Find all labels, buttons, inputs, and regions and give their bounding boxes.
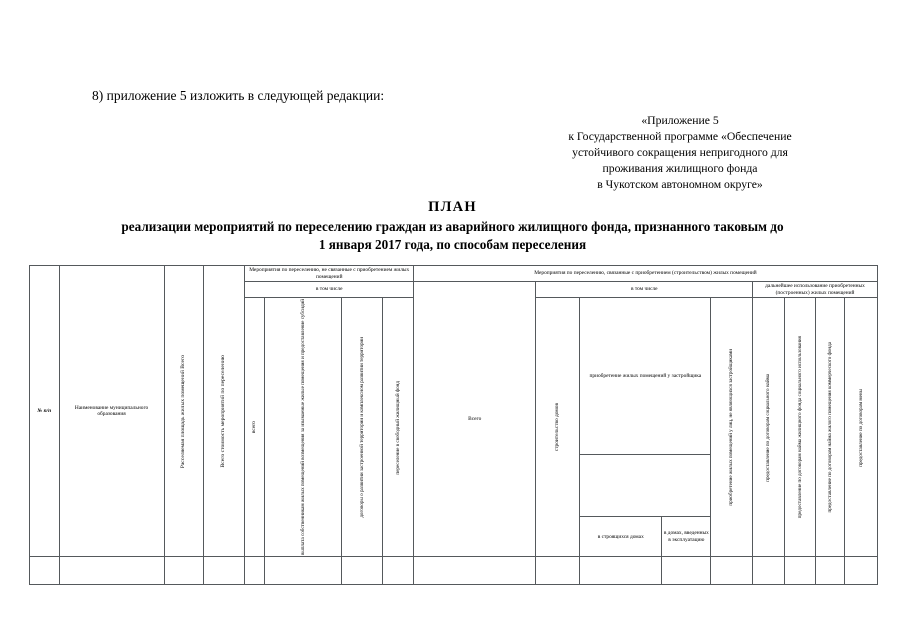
appendix-line-5: в Чукотском автономном округе» [597, 177, 763, 191]
col-header-exchange-contracts: предоставление по договорам мены [843, 297, 879, 558]
col-header-under-construction: в строящихся домах [579, 516, 663, 558]
cell-cost-total[interactable] [202, 556, 246, 586]
col-header-purchase-from-non-developer: приобретение жилых помещений у лиц, не я… [710, 297, 754, 558]
subheader-among-which-right: в том числе [535, 281, 754, 299]
document-title-block: ПЛАН реализации мероприятий по переселен… [0, 198, 905, 253]
col-header-construction: строительство домов [535, 297, 581, 558]
cell-compensation[interactable] [264, 556, 342, 586]
cell-left-total[interactable] [244, 556, 266, 586]
table-header-row-groups: № п/п Наименование муниципального образо… [29, 264, 879, 558]
col-header-free-fund: переселение в свободный жилищный фонд [382, 297, 414, 558]
col-header-area-total: Расселяемая площадь жилых помещений Всег… [163, 264, 204, 558]
col-header-social-rent: предоставление по договорам социального … [752, 297, 785, 558]
plan-table: № п/п Наименование муниципального образо… [29, 264, 879, 586]
table-row[interactable] [29, 556, 879, 586]
intro-line: 8) приложение 5 изложить в следующей ред… [92, 88, 385, 103]
cell-under-construction[interactable] [579, 556, 663, 586]
cell-construction[interactable] [535, 556, 581, 586]
appendix-line-2: к Государственной программе «Обеспечение [568, 129, 792, 143]
col-header-purchase-from-developer: приобретение жилых помещений у застройщи… [579, 297, 712, 456]
page-title: ПЛАН [428, 199, 477, 215]
col-header-development-contracts: договоры о развитии застроенной территор… [340, 297, 384, 558]
cell-number[interactable] [29, 556, 60, 586]
cell-commercial-fund-rent[interactable] [815, 556, 845, 586]
group-header-with-purchase: Мероприятия по переселению, связанные с … [412, 264, 879, 283]
table-header-row-spacer [30, 454, 878, 517]
col-header-right-total: Всего [412, 281, 537, 558]
cell-purchase-from-non-developer[interactable] [710, 556, 754, 586]
appendix-line-3: устойчивого сокращения непригодного для [572, 145, 788, 159]
cell-right-total[interactable] [412, 556, 537, 586]
cell-social-use-fund-rent[interactable] [783, 556, 817, 586]
subtitle-line-2: 1 января 2017 года, по способам переселе… [318, 236, 587, 252]
col-header-compensation: выплата собственникам жилых помещений во… [264, 297, 342, 558]
cell-social-rent[interactable] [752, 556, 785, 586]
plan-table-container: № п/п Наименование муниципального образо… [29, 264, 879, 586]
table-header-row-detail-b: в строящихся домах в домах, введенных в … [30, 516, 878, 558]
col-header-cost-total: Всего стоимость мероприятий по переселен… [202, 264, 246, 558]
cell-development-contracts[interactable] [340, 556, 384, 586]
cell-exchange-contracts[interactable] [843, 556, 879, 586]
table-header-row-detail-a: всего выплата собственникам жилых помеще… [30, 297, 879, 558]
cell-commissioned[interactable] [661, 556, 712, 586]
col-header-left-total: всего [244, 297, 266, 558]
page-subtitle: реализации мероприятий по переселению гр… [0, 218, 905, 253]
purchase-split-spacer [579, 454, 712, 517]
group-header-further-use: дальнейшее использование приобретенных (… [752, 281, 878, 299]
col-header-commissioned: в домах, введенных в эксплуатацию [661, 516, 712, 558]
cell-free-fund[interactable] [382, 556, 414, 586]
appendix-reference-block: «Приложение 5 к Государственной программ… [505, 113, 855, 193]
col-header-municipality: Наименование муниципального образования [58, 264, 165, 558]
col-header-number: № п/п [29, 264, 60, 558]
subtitle-line-1: реализации мероприятий по переселению гр… [121, 219, 784, 235]
subheader-among-which-left: в том числе [244, 281, 414, 299]
cell-municipality[interactable] [58, 556, 165, 586]
table-header-row-among-which: в том числе Всего в том числе дальнейшее… [30, 281, 878, 558]
group-header-no-purchase: Мероприятия по переселению, не связанные… [244, 264, 414, 283]
appendix-line-4: проживания жилищного фонда [602, 161, 758, 175]
cell-area-total[interactable] [163, 556, 204, 586]
col-header-social-use-fund-rent: предоставление по договорам найма жилищн… [783, 297, 817, 558]
appendix-line-1: «Приложение 5 [641, 114, 719, 127]
col-header-commercial-fund-rent: предоставление по договорам найма жилого… [815, 297, 845, 558]
